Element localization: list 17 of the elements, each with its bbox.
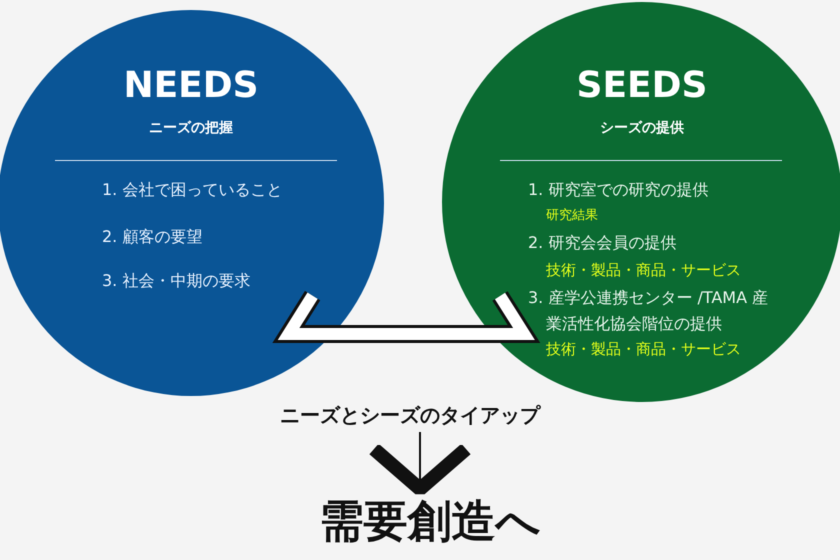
list-item: 3. 社会・中期の要求: [102, 270, 252, 292]
conclusion-text: 需要創造へ: [318, 500, 542, 544]
subheading: シーズの提供: [599, 119, 685, 138]
heading: SEEDS: [576, 68, 708, 104]
subheading: ニーズの把握: [148, 119, 234, 138]
bracket-connector: [272, 290, 540, 343]
sub-item: 研究結果: [546, 207, 599, 225]
list-item: 1. 研究室での研究の提供: [528, 179, 710, 201]
list-item: 3. 産学公連携センター /TAMA 産業活性化協会階位の提供: [528, 287, 770, 335]
list-item: 1. 会社で困っていること: [102, 179, 284, 201]
list-item: 2. 顧客の要望: [102, 226, 204, 248]
caption-text: ニーズとシーズのタイアップ: [279, 402, 542, 429]
chevron-arrow: [367, 432, 473, 496]
sub-item: 技術・製品・商品・サービス: [546, 260, 742, 281]
sub-item: 技術・製品・商品・サービス: [546, 339, 742, 360]
heading: NEEDS: [122, 68, 260, 104]
list-item: 2. 研究会会員の提供: [528, 232, 678, 254]
